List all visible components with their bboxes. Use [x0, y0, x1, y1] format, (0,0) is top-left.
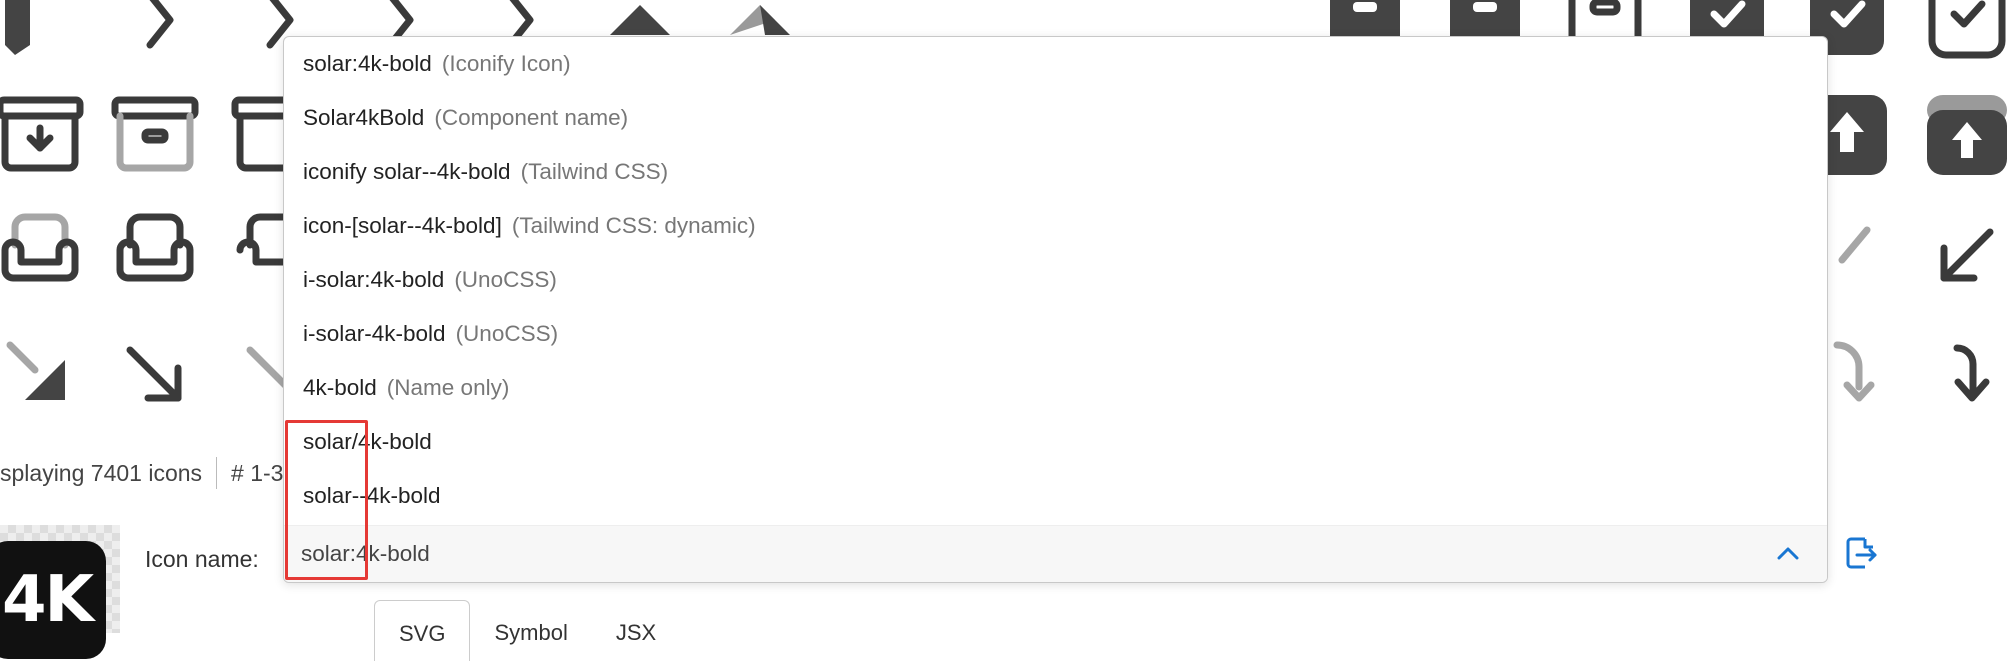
arrow-turn-down-icon[interactable]	[1917, 325, 2010, 425]
option-hint: (Tailwind CSS: dynamic)	[511, 213, 756, 238]
option-value: i-solar-4k-bold	[303, 321, 446, 346]
option-component-name[interactable]: Solar4kBold (Component name)	[284, 91, 1827, 145]
range-indicator: # 1-3	[231, 459, 284, 486]
chevron-right-icon[interactable]	[225, 0, 325, 70]
arrow-down-left-icon[interactable]	[1917, 205, 2010, 305]
armchair-icon[interactable]	[105, 200, 205, 300]
icon-name-input[interactable]	[299, 540, 1703, 568]
icon-preview: 4K	[0, 525, 120, 659]
code-tabs: SVG Symbol JSX	[374, 600, 680, 661]
chevron-right-icon[interactable]	[105, 0, 205, 70]
option-hint: (Tailwind CSS)	[520, 159, 669, 184]
option-unocss-colon[interactable]: i-solar:4k-bold (UnoCSS)	[284, 253, 1827, 307]
arrow-down-right-icon[interactable]	[105, 325, 205, 425]
4k-icon: 4K	[0, 541, 106, 659]
option-value: solar/4k-bold	[303, 429, 432, 454]
archive-down-icon[interactable]	[0, 85, 90, 185]
option-iconify-icon[interactable]: solar:4k-bold (Iconify Icon)	[284, 37, 1827, 91]
archive-icon[interactable]	[105, 85, 205, 185]
option-value: solar:4k-bold	[303, 51, 432, 76]
icon-name-combobox: solar:4k-bold (Iconify Icon) Solar4kBold…	[283, 36, 1828, 583]
option-hint: (Iconify Icon)	[441, 51, 571, 76]
pen-bold-icon[interactable]	[0, 0, 70, 70]
combobox-input-row	[284, 525, 1827, 582]
tab-jsx[interactable]: JSX	[615, 620, 657, 645]
option-double-dash[interactable]: solar--4k-bold	[284, 469, 1827, 523]
displaying-count: splaying 7401 icons	[0, 459, 203, 486]
option-slash[interactable]: solar/4k-bold	[284, 415, 1827, 469]
arrow-down-right-icon[interactable]	[0, 325, 90, 425]
option-hint: (UnoCSS)	[454, 267, 557, 292]
arrow-up-box-icon[interactable]	[1917, 85, 2010, 185]
results-status: splaying 7401 icons # 1-3	[0, 457, 283, 489]
icon-name-label: Icon name:	[145, 546, 259, 572]
chevron-up-icon[interactable]	[1775, 542, 1801, 564]
option-hint: (UnoCSS)	[455, 321, 559, 346]
option-hint: (Name only)	[386, 375, 510, 400]
option-value: icon-[solar--4k-bold]	[303, 213, 502, 238]
option-name-only[interactable]: 4k-bold (Name only)	[284, 361, 1827, 415]
armchair-icon[interactable]	[0, 200, 90, 300]
status-divider	[216, 457, 218, 489]
option-value: solar--4k-bold	[303, 483, 441, 508]
triangle-up-icon[interactable]	[710, 0, 810, 75]
option-value: iconify solar--4k-bold	[303, 159, 511, 184]
arrow-turn-down-icon[interactable]	[1797, 325, 1897, 425]
tab-svg[interactable]: SVG	[374, 600, 471, 661]
option-tailwind-css[interactable]: iconify solar--4k-bold (Tailwind CSS)	[284, 145, 1827, 199]
checkbox-checked-icon[interactable]	[1797, 0, 1897, 65]
export-icon[interactable]	[1845, 535, 1879, 571]
option-unocss-dash[interactable]: i-solar-4k-bold (UnoCSS)	[284, 307, 1827, 361]
arrow-down-left-icon[interactable]	[1797, 205, 1897, 305]
triangle-up-icon[interactable]	[590, 0, 690, 75]
preview-glyph: 4K	[1, 563, 94, 637]
option-value: Solar4kBold	[303, 105, 425, 130]
option-tailwind-dynamic[interactable]: icon-[solar--4k-bold] (Tailwind CSS: dyn…	[284, 199, 1827, 253]
option-hint: (Component name)	[434, 105, 629, 130]
checkbox-checked-icon[interactable]	[1917, 0, 2010, 65]
option-value: i-solar:4k-bold	[303, 267, 445, 292]
option-value: 4k-bold	[303, 375, 377, 400]
tab-symbol[interactable]: Symbol	[494, 620, 568, 645]
